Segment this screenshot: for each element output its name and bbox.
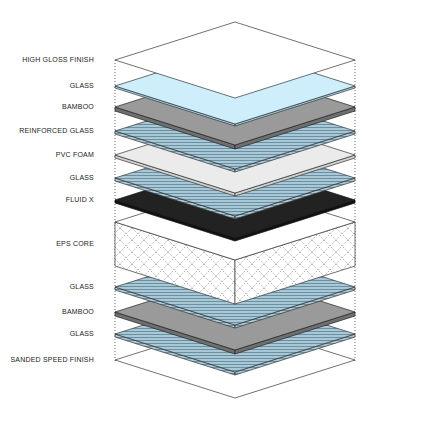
- layer-label: HIGH GLOSS FINISH: [22, 56, 94, 64]
- layer-label: SANDED SPEED FINISH: [10, 356, 94, 364]
- layer-label: BAMBOO: [62, 103, 94, 111]
- layer-label: BAMBOO: [62, 308, 94, 316]
- layer-label: EPS CORE: [56, 240, 94, 248]
- guide-line: [115, 60, 116, 362]
- layer: [115, 22, 355, 98]
- layer-face: [115, 22, 355, 98]
- guide-line: [355, 60, 356, 362]
- layer-label: GLASS: [70, 82, 94, 90]
- layer-label: PVC FOAM: [56, 151, 94, 159]
- layer-label: FLUID X: [66, 196, 94, 204]
- layer-label: GLASS: [70, 283, 94, 291]
- layer-label: GLASS: [70, 174, 94, 182]
- layer-label: GLASS: [70, 330, 94, 338]
- layer-label: REINFORCED GLASS: [19, 127, 94, 135]
